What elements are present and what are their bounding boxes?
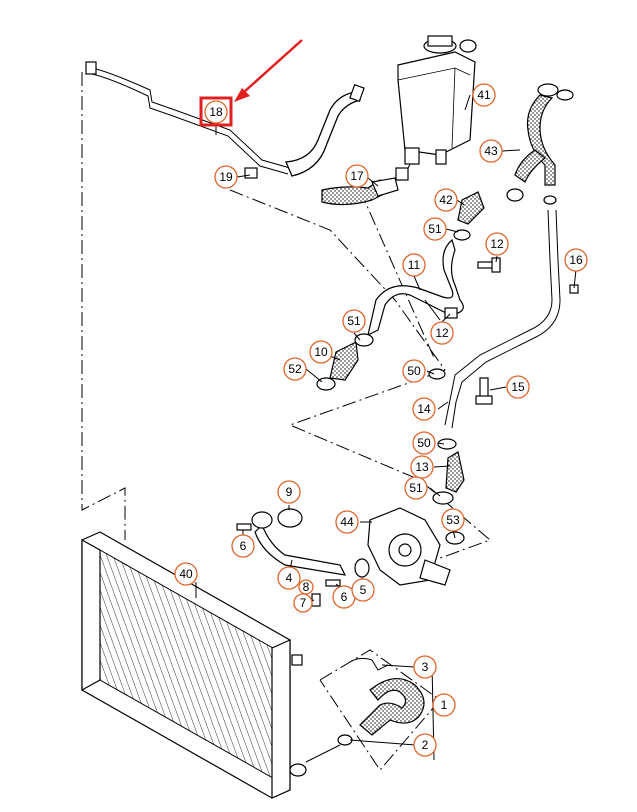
callout-14[interactable]: 14	[412, 397, 436, 421]
callout-52[interactable]: 52	[283, 357, 307, 381]
coolant-hose-11	[367, 238, 464, 337]
highlight-box	[199, 96, 233, 127]
callout-19[interactable]: 19	[214, 165, 238, 189]
callout-2[interactable]: 2	[413, 733, 437, 757]
callout-4[interactable]: 4	[277, 566, 301, 590]
svg-text:8: 8	[303, 580, 310, 594]
coolant-hose-42	[457, 191, 485, 225]
callout-1[interactable]: 1	[432, 693, 456, 717]
svg-text:15: 15	[511, 380, 525, 394]
highlight-marker	[199, 39, 303, 127]
svg-text:16: 16	[569, 253, 583, 267]
callout-5[interactable]: 5	[351, 578, 375, 602]
svg-text:42: 42	[439, 193, 453, 207]
svg-text:6: 6	[341, 590, 348, 604]
coolant-pipe-16	[444, 209, 579, 429]
svg-text:3: 3	[422, 660, 429, 674]
svg-text:51: 51	[428, 222, 442, 236]
expansion-tank-41	[397, 35, 477, 176]
svg-text:51: 51	[409, 481, 423, 495]
svg-text:5: 5	[360, 583, 367, 597]
svg-text:40: 40	[179, 567, 193, 581]
svg-text:1: 1	[441, 698, 448, 712]
callout-51-top[interactable]: 51	[423, 217, 447, 241]
callout-9[interactable]: 8	[298, 579, 314, 595]
coolant-hose-17	[321, 167, 409, 206]
svg-text:2: 2	[422, 738, 429, 752]
callout-53[interactable]: 53	[441, 508, 465, 532]
svg-text:12: 12	[490, 237, 504, 251]
svg-text:44: 44	[340, 515, 354, 529]
svg-text:4: 4	[286, 571, 293, 585]
coolant-hose-43	[506, 83, 574, 205]
callout-12-top[interactable]: 12	[485, 232, 509, 256]
coolant-hose-1	[337, 657, 425, 746]
svg-text:50: 50	[417, 436, 431, 450]
svg-text:50: 50	[407, 364, 421, 378]
callout-11[interactable]: 11	[402, 253, 426, 277]
highlight-arrow	[243, 39, 303, 93]
svg-text:52: 52	[288, 362, 302, 376]
svg-text:14: 14	[417, 402, 431, 416]
callout-8[interactable]: 7	[293, 593, 313, 613]
svg-text:11: 11	[408, 258, 421, 272]
svg-text:13: 13	[415, 460, 429, 474]
callout-44[interactable]: 44	[335, 510, 359, 534]
callout-12-bottom[interactable]: 12	[430, 321, 454, 345]
callout-40[interactable]: 40	[174, 562, 198, 586]
callout-42[interactable]: 42	[434, 188, 458, 212]
coolant-pipe-4	[236, 508, 370, 607]
callout-50-top[interactable]: 50	[402, 359, 426, 383]
svg-text:18: 18	[209, 105, 223, 119]
svg-text:53: 53	[446, 513, 460, 527]
callout-6-left[interactable]: 6	[231, 534, 255, 558]
svg-text:51: 51	[347, 314, 361, 328]
callout-10[interactable]: 10	[309, 340, 333, 364]
svg-text:7: 7	[300, 596, 307, 610]
callout-3[interactable]: 3	[413, 655, 437, 679]
callout-18[interactable]: 18	[204, 100, 228, 124]
callout-50-bottom[interactable]: 50	[412, 431, 436, 455]
callout-41[interactable]: 41	[472, 83, 496, 107]
callout-17[interactable]: 17	[345, 164, 369, 188]
svg-text:41: 41	[477, 88, 491, 102]
svg-text:17: 17	[350, 169, 364, 183]
callout-7[interactable]: 9	[277, 480, 301, 504]
callout-43[interactable]: 43	[479, 139, 503, 163]
coolant-pipe-18	[85, 61, 365, 179]
bolt-15	[475, 377, 493, 405]
thermostat-housing-44	[367, 507, 465, 586]
coolant-hose-13	[428, 229, 471, 505]
callout-16[interactable]: 16	[564, 248, 588, 272]
coolant-hose-10	[316, 333, 374, 391]
svg-text:12: 12	[435, 326, 449, 340]
svg-text:19: 19	[219, 170, 233, 184]
callout-15[interactable]: 15	[506, 375, 530, 399]
svg-text:6: 6	[240, 539, 247, 553]
callout-51-bottom[interactable]: 51	[404, 476, 428, 500]
svg-text:43: 43	[484, 144, 498, 158]
radiator-40	[81, 531, 341, 799]
callout-51-mid[interactable]: 51	[342, 309, 366, 333]
svg-text:9: 9	[286, 485, 293, 499]
callout-13[interactable]: 13	[410, 455, 434, 479]
arrow-head-icon	[234, 88, 250, 102]
bolt-12	[477, 257, 501, 273]
svg-text:10: 10	[314, 345, 328, 359]
